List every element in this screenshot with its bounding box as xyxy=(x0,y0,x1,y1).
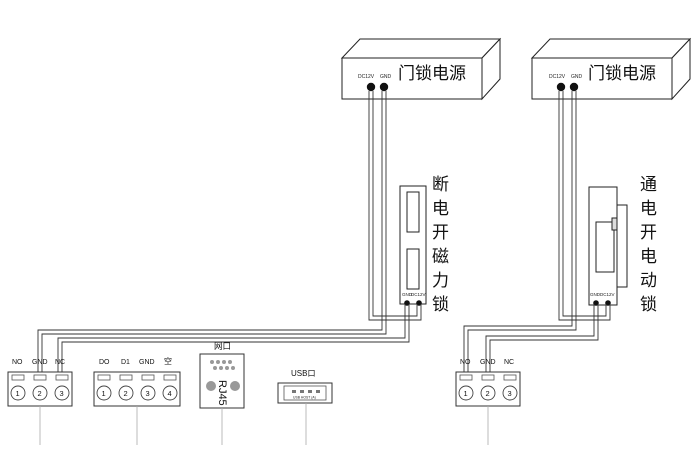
rj45-connector-text: RJ45 xyxy=(216,380,228,406)
electric-bolt-lock-label-char: 动 xyxy=(640,271,657,291)
power-supply-right-dc12v-label: DC12V xyxy=(549,74,566,80)
relay-right-nc-label: NC xyxy=(504,359,514,366)
power-supply-left-title: 门锁电源 xyxy=(398,64,466,84)
magnetic-lock-label-char: 电 xyxy=(432,199,449,219)
magnetic-lock-dc12v-label: DC12V xyxy=(411,292,426,297)
magnetic-lock-label-char: 断 xyxy=(432,175,449,195)
electric-bolt-lock-dc12v-terminal xyxy=(605,300,611,306)
wiegand-empty-label: 空 xyxy=(164,356,172,366)
power-supply-right-gnd-terminal xyxy=(569,82,579,92)
power-supply-right-gnd-label: GND xyxy=(571,74,583,80)
wiegand-gnd-label: GND xyxy=(139,359,155,366)
power-supply-right xyxy=(530,37,692,101)
magnetic-lock xyxy=(399,185,427,305)
relay-right-pin-number: 3 xyxy=(508,389,512,398)
electric-bolt-lock-dc12v-label: DC12V xyxy=(600,292,615,297)
relay-right-pin-number: 2 xyxy=(486,389,490,398)
usb-port: USB HOST (A) xyxy=(277,382,333,445)
magnetic-lock-gnd-terminal xyxy=(404,300,410,306)
magnetic-lock-label: 断 电 开 磁 力 锁 xyxy=(432,175,449,315)
relay-terminal-left xyxy=(7,371,73,445)
wiegand-terminal xyxy=(93,371,181,445)
relay-right-pin-number: 1 xyxy=(464,389,468,398)
wiegand-pin-number: 3 xyxy=(146,389,150,398)
network-port-label: 网口 xyxy=(214,342,231,352)
electric-bolt-lock-label-char: 锁 xyxy=(640,295,657,315)
magnetic-lock-gnd-label: GND xyxy=(402,292,413,297)
electric-bolt-lock-gnd-terminal xyxy=(593,300,599,306)
usb-connector-text: USB HOST (A) xyxy=(293,396,316,400)
relay-right-no-label: NO xyxy=(460,359,471,366)
usb-port-label: USB口 xyxy=(291,369,315,378)
electric-bolt-lock-label-char: 电 xyxy=(640,199,657,219)
power-supply-right-dc12v-terminal xyxy=(556,82,566,92)
magnetic-lock-label-char: 锁 xyxy=(432,295,449,315)
electric-bolt-lock xyxy=(588,186,628,306)
wiegand-pin-number: 2 xyxy=(124,389,128,398)
power-supply-left-gnd-label: GND xyxy=(380,74,392,80)
power-supply-left xyxy=(340,37,502,101)
electric-bolt-lock-gnd-label: GND xyxy=(590,292,601,297)
relay-left-no-label: NO xyxy=(12,359,23,366)
wiegand-pin-number: 1 xyxy=(102,389,106,398)
electric-bolt-lock-label: 通 电 开 电 动 锁 xyxy=(640,175,657,315)
power-supply-left-gnd-terminal xyxy=(379,82,389,92)
relay-left-pin-number: 1 xyxy=(16,389,20,398)
magnetic-lock-label-char: 磁 xyxy=(432,247,449,267)
wiegand-d0-label: DO xyxy=(99,359,110,366)
electric-bolt-lock-label-char: 电 xyxy=(640,247,657,267)
wiegand-d1-label: D1 xyxy=(121,359,130,366)
rj45-port: RJ45 xyxy=(199,353,245,445)
relay-left-pin-number: 3 xyxy=(60,389,64,398)
power-supply-left-dc12v-terminal xyxy=(366,82,376,92)
magnetic-lock-dc12v-terminal xyxy=(416,300,422,306)
electric-bolt-lock-label-char: 开 xyxy=(640,223,657,243)
relay-left-gnd-label: GND xyxy=(32,359,48,366)
power-supply-left-dc12v-label: DC12V xyxy=(358,74,375,80)
electric-bolt-lock-label-char: 通 xyxy=(640,175,657,195)
relay-left-nc-label: NC xyxy=(55,359,65,366)
wiegand-pin-number: 4 xyxy=(168,389,172,398)
wires xyxy=(37,91,611,372)
relay-left-pin-number: 2 xyxy=(38,389,42,398)
relay-right-gnd-label: GND xyxy=(480,359,496,366)
power-supply-right-title: 门锁电源 xyxy=(588,64,656,84)
magnetic-lock-label-char: 力 xyxy=(432,271,449,291)
magnetic-lock-label-char: 开 xyxy=(432,223,449,243)
relay-terminal-right xyxy=(455,371,521,445)
